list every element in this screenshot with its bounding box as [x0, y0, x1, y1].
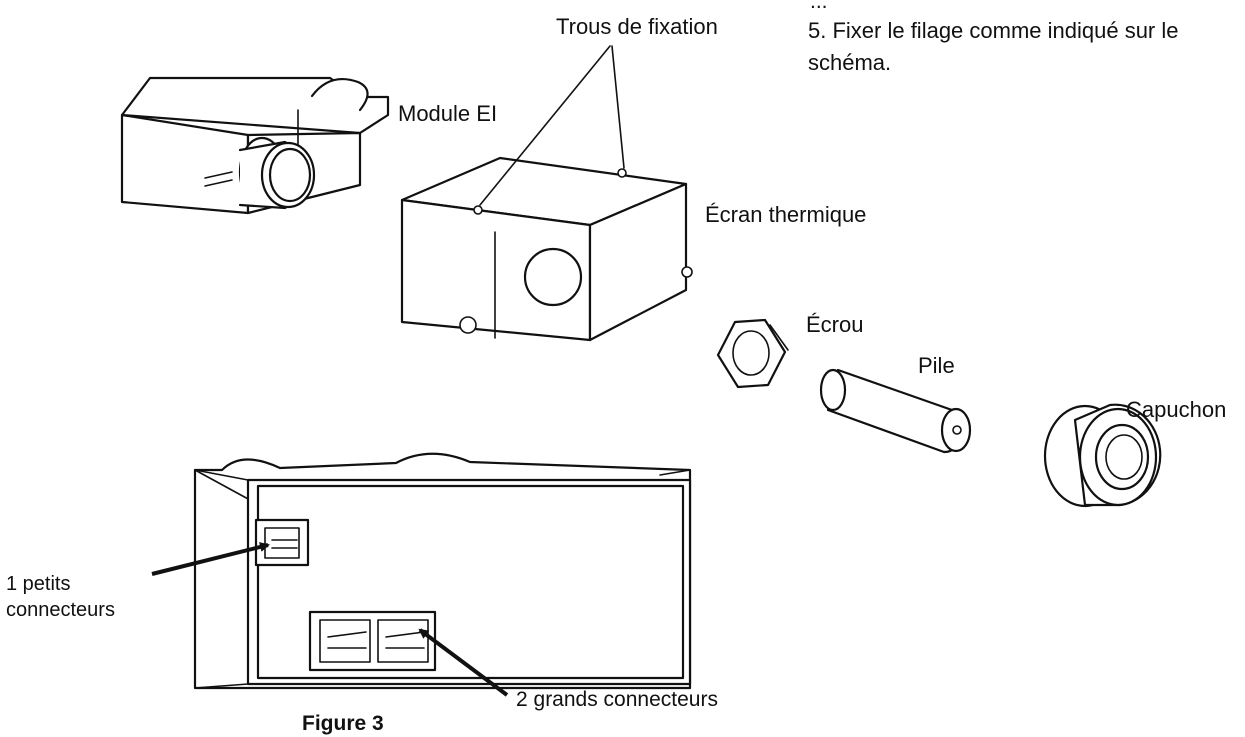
label-capuchon: Capuchon — [1126, 397, 1226, 422]
arrow-small-connector — [151, 542, 270, 576]
figure-caption: Figure 3 — [302, 712, 384, 735]
label-petits-connecteurs-1: 1 petits — [6, 573, 70, 595]
label-ecrou: Écrou — [806, 312, 863, 337]
label-petits-connecteurs-2: connecteurs — [6, 599, 115, 621]
pile-part — [819, 368, 972, 454]
labels: Trous de fixation Module EI Écran thermi… — [6, 14, 1226, 735]
instruction-line-5-cont: schéma. — [808, 50, 891, 75]
label-trous-de-fixation: Trous de fixation — [556, 14, 718, 39]
leader-trous-right — [611, 45, 625, 169]
small-connector — [254, 518, 310, 567]
instruction-text: ... 5. Fixer le filage comme indiqué sur… — [808, 0, 1179, 75]
module-back-part — [193, 452, 692, 690]
label-pile: Pile — [918, 353, 955, 378]
capuchon-part — [1043, 403, 1162, 508]
module-ei-part — [120, 76, 390, 215]
instruction-line-5: 5. Fixer le filage comme indiqué sur le — [808, 18, 1179, 43]
ecran-thermique-part — [400, 156, 693, 342]
arrow-large-connectors — [418, 628, 509, 697]
label-ecran-thermique: Écran thermique — [705, 202, 866, 227]
label-grands-connecteurs: 2 grands connecteurs — [516, 688, 718, 711]
label-module-ei: Module EI — [398, 101, 497, 126]
large-connectors — [308, 610, 437, 672]
ecrou-part — [716, 318, 789, 389]
instruction-line-cut: ... — [810, 0, 828, 13]
leader-trous-left — [479, 45, 611, 206]
leader-lines — [151, 45, 625, 697]
